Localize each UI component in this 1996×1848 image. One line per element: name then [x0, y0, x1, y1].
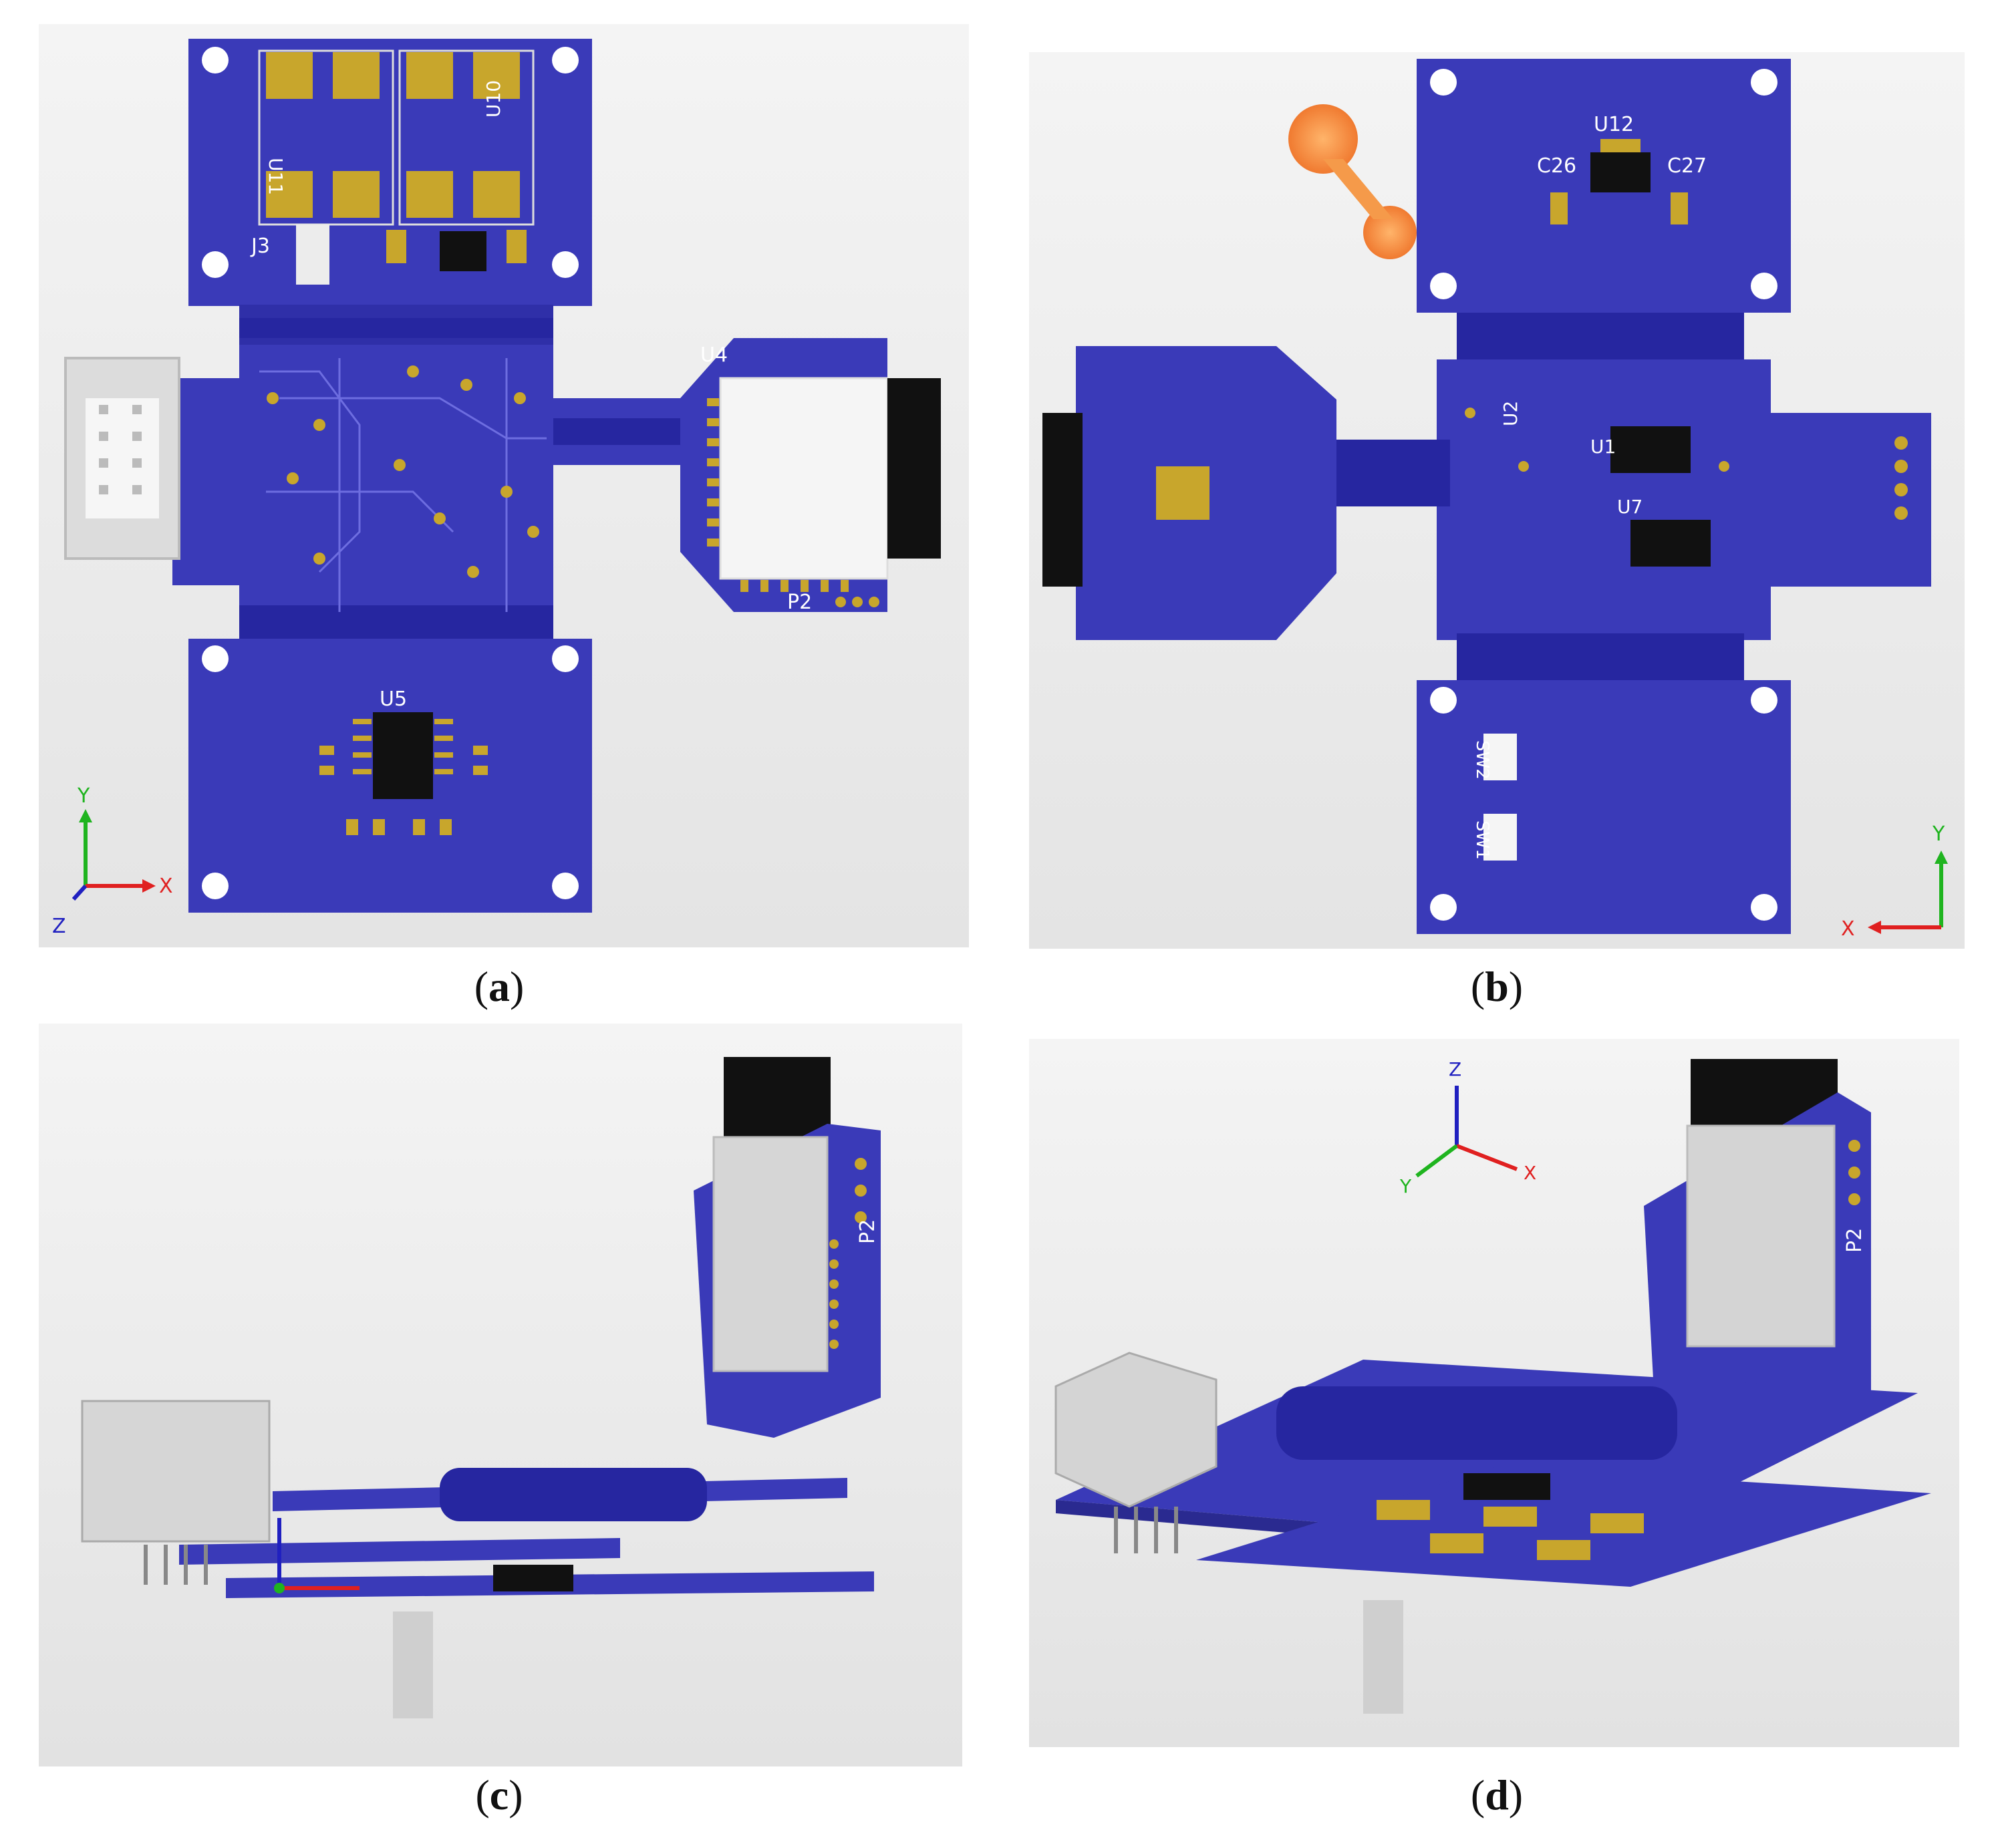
- axis-triad: Y X Z: [52, 784, 173, 938]
- bottom-board: U5: [188, 639, 592, 913]
- panel-c-side-view: P2: [39, 1024, 962, 1766]
- label-p2: P2: [787, 591, 812, 614]
- label-u2: U2: [1500, 401, 1522, 426]
- label-p2: P2: [856, 1219, 879, 1244]
- label-u5: U5: [380, 687, 407, 711]
- axis-z-label: Z: [1449, 1058, 1461, 1080]
- panel-b-bottom-view: U12 C26 C27 U2 U1 U7 SW2 SW1: [1029, 52, 1965, 949]
- axis-x-label: X: [159, 875, 173, 898]
- axis-y-label: Y: [77, 784, 90, 808]
- axis-z-label: Z: [52, 915, 66, 938]
- label-sw2: SW2: [1472, 740, 1492, 780]
- caption-a: (a): [474, 963, 525, 1010]
- middle-board: [64, 345, 694, 652]
- label-c26: C26: [1537, 154, 1576, 178]
- panel-d-isometric-view: P2 Z X Y: [1029, 1039, 1959, 1747]
- axis-x-label: X: [1524, 1162, 1536, 1184]
- axis-x-label: X: [1841, 917, 1855, 941]
- axis-y-label: Y: [1399, 1175, 1412, 1197]
- esp32-module: U4 P2: [680, 338, 941, 614]
- label-j3: J3: [250, 235, 270, 258]
- caption-d: (d): [1470, 1771, 1524, 1819]
- panel-a-top-view: U11 U10 J3: [39, 24, 969, 947]
- label-u1: U1: [1590, 436, 1616, 458]
- caption-c: (c): [475, 1771, 523, 1819]
- label-u7: U7: [1617, 496, 1643, 518]
- caption-b: (b): [1470, 963, 1524, 1010]
- label-u11: U11: [265, 158, 287, 195]
- label-c27: C27: [1667, 154, 1707, 178]
- label-sw1: SW1: [1472, 820, 1492, 860]
- label-u12: U12: [1594, 113, 1634, 136]
- axis-y-label: Y: [1932, 822, 1945, 846]
- label-u4: U4: [700, 343, 728, 367]
- label-p2: P2: [1843, 1228, 1866, 1253]
- top-board: U11 U10 J3: [188, 39, 592, 351]
- label-u10: U10: [482, 80, 505, 118]
